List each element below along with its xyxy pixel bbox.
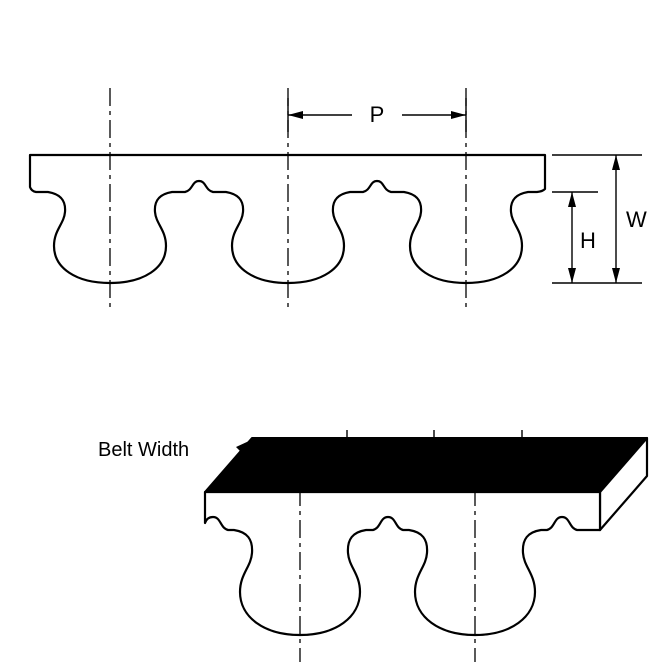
belt-width-leader-line bbox=[209, 448, 244, 488]
belt-front-profile bbox=[203, 490, 602, 637]
pitch-arrowhead-left-icon bbox=[288, 111, 303, 119]
pitch-label: P bbox=[370, 102, 385, 127]
belt-back-surface bbox=[204, 437, 648, 493]
belt-width-arrowhead-icon bbox=[236, 441, 249, 455]
pitch-dimension: P bbox=[287, 98, 467, 132]
depth-arrowhead-bottom-icon bbox=[612, 268, 620, 283]
height-arrowhead-bottom-icon bbox=[568, 268, 576, 283]
overall-depth-dimension: W bbox=[552, 154, 647, 284]
overall-depth-label: W bbox=[626, 207, 647, 232]
depth-arrowhead-top-icon bbox=[612, 155, 620, 170]
tooth-height-dimension: H bbox=[552, 191, 598, 283]
belt-3d-view: Belt Width bbox=[98, 430, 649, 662]
pitch-arrowhead-right-icon bbox=[451, 111, 466, 119]
belt-width-callout: Belt Width bbox=[98, 439, 249, 488]
belt-width-label: Belt Width bbox=[98, 439, 189, 461]
belt-profile-view: P W H bbox=[28, 88, 647, 312]
tooth-height-label: H bbox=[580, 228, 596, 253]
height-arrowhead-top-icon bbox=[568, 192, 576, 207]
